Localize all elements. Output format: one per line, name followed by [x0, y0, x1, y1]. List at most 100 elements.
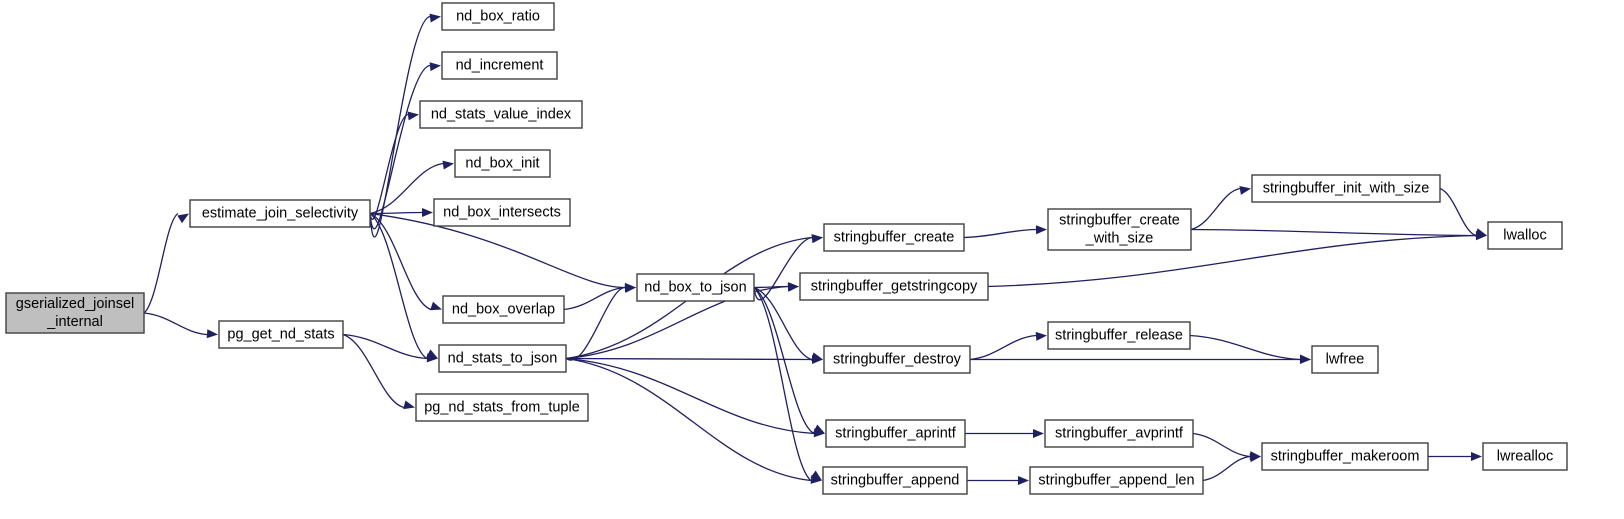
graph-node-stringbuffer-append-len[interactable]: stringbuffer_append_len — [1029, 466, 1204, 495]
call-edge-arrowhead — [206, 329, 218, 339]
call-edge — [369, 15, 431, 238]
call-edge — [1439, 187, 1477, 237]
call-edge-arrowhead — [625, 283, 636, 292]
node-box[interactable] — [438, 344, 567, 373]
call-edge — [565, 357, 815, 435]
node-box[interactable] — [823, 345, 971, 374]
node-box[interactable] — [1044, 419, 1194, 448]
node-box[interactable] — [1047, 208, 1192, 251]
graph-node-nd-increment[interactable]: nd_increment — [441, 51, 558, 80]
call-edge — [563, 286, 626, 311]
graph-node-stringbuffer-destroy[interactable]: stringbuffer_destroy — [823, 345, 971, 374]
call-edge — [1189, 334, 1301, 361]
graph-node-gserialized-joinsel-internal[interactable]: gserialized_joinsel_internal — [5, 292, 145, 334]
call-edge-arrowhead — [426, 353, 438, 363]
node-box[interactable] — [822, 466, 968, 495]
call-edge — [143, 212, 179, 314]
graph-node-pg-get-nd-stats[interactable]: pg_get_nd_stats — [218, 320, 344, 349]
call-edge — [969, 334, 1037, 361]
call-edge — [143, 312, 208, 336]
node-box[interactable] — [415, 393, 589, 422]
graph-node-nd-box-init[interactable]: nd_box_init — [454, 149, 551, 178]
graph-node-nd-box-overlap[interactable]: nd_box_overlap — [442, 295, 565, 324]
node-box[interactable] — [823, 223, 965, 252]
graph-node-stringbuffer-create-with-size[interactable]: stringbuffer_create_with_size — [1047, 208, 1192, 251]
call-edge — [369, 212, 428, 360]
call-edge — [565, 357, 813, 361]
call-edge — [342, 333, 428, 360]
node-box[interactable] — [1261, 442, 1429, 471]
call-edge-arrowhead — [1035, 225, 1047, 235]
node-box[interactable] — [1029, 466, 1204, 495]
node-box[interactable] — [442, 295, 565, 324]
nodes-layer: gserialized_joinsel_internal estimate_joi… — [5, 2, 1568, 495]
call-edge — [753, 287, 812, 482]
call-edge-arrowhead — [811, 352, 823, 362]
node-box[interactable] — [419, 100, 583, 129]
call-edge — [753, 236, 813, 301]
graph-node-lwfree[interactable]: lwfree — [1311, 345, 1379, 374]
graph-node-nd-box-ratio[interactable]: nd_box_ratio — [441, 2, 555, 31]
graph-node-stringbuffer-makeroom[interactable]: stringbuffer_makeroom — [1261, 442, 1429, 471]
graph-node-stringbuffer-init-with-size[interactable]: stringbuffer_init_with_size — [1251, 174, 1441, 203]
call-edge — [753, 285, 789, 289]
call-edge — [369, 64, 431, 230]
call-edge — [369, 162, 444, 215]
graph-node-stringbuffer-avprintf[interactable]: stringbuffer_avprintf — [1044, 419, 1194, 448]
graph-node-stringbuffer-release[interactable]: stringbuffer_release — [1047, 321, 1191, 350]
graph-node-lwalloc[interactable]: lwalloc — [1487, 221, 1563, 250]
graph-node-nd-box-intersects[interactable]: nd_box_intersects — [433, 198, 571, 227]
call-edge — [369, 212, 432, 311]
graph-node-nd-box-to-json[interactable]: nd_box_to_json — [636, 273, 755, 302]
graph-node-stringbuffer-create[interactable]: stringbuffer_create — [823, 223, 965, 252]
call-edge — [342, 333, 405, 409]
call-edge-arrowhead — [1035, 331, 1047, 341]
call-edge — [1190, 228, 1477, 237]
node-box[interactable] — [218, 320, 344, 349]
call-edge-arrowhead — [1475, 231, 1487, 241]
call-edge — [1192, 432, 1251, 458]
node-box[interactable] — [825, 419, 966, 448]
call-edge-arrowhead — [1299, 354, 1311, 364]
call-edge-arrowhead — [787, 282, 799, 292]
graph-node-estimate-join-selectivity[interactable]: estimate_join_selectivity — [189, 199, 371, 228]
graph-node-stringbuffer-aprintf[interactable]: stringbuffer_aprintf — [825, 419, 966, 448]
call-edge-arrowhead — [429, 13, 441, 23]
call-edge-arrowhead — [177, 213, 189, 224]
call-edge — [753, 286, 813, 361]
call-edge — [963, 228, 1037, 239]
node-box[interactable] — [433, 198, 571, 227]
node-box[interactable] — [441, 2, 555, 31]
call-edge-arrowhead — [1033, 429, 1044, 438]
call-edge-arrowhead — [810, 470, 822, 481]
node-box[interactable] — [454, 149, 551, 178]
node-box[interactable] — [189, 199, 371, 228]
graph-node-stringbuffer-getstringcopy[interactable]: stringbuffer_getstringcopy — [799, 272, 989, 301]
call-edge-arrowhead — [813, 424, 825, 434]
node-box[interactable] — [1482, 442, 1568, 471]
node-box[interactable] — [5, 292, 145, 334]
call-edge-arrowhead — [1471, 452, 1482, 461]
call-edge — [369, 113, 409, 220]
graph-node-lwrealloc[interactable]: lwrealloc — [1482, 442, 1568, 471]
call-edge-arrowhead — [403, 400, 415, 410]
node-box[interactable] — [1311, 345, 1379, 374]
graph-node-nd-stats-value-index[interactable]: nd_stats_value_index — [419, 100, 583, 129]
node-box[interactable] — [636, 273, 755, 302]
node-box[interactable] — [1487, 221, 1563, 250]
call-edge-arrowhead — [1239, 185, 1251, 195]
graph-node-nd-stats-to-json[interactable]: nd_stats_to_json — [438, 344, 567, 373]
call-edge-arrowhead — [811, 234, 823, 244]
graph-node-pg-nd-stats-from-tuple[interactable]: pg_nd_stats_from_tuple — [415, 393, 589, 422]
graph-node-stringbuffer-append[interactable]: stringbuffer_append — [822, 466, 968, 495]
call-edge — [369, 212, 626, 289]
node-box[interactable] — [1251, 174, 1441, 203]
call-edge-arrowhead — [1018, 476, 1029, 485]
call-edge — [1202, 455, 1251, 482]
node-box[interactable] — [441, 51, 558, 80]
node-box[interactable] — [1047, 321, 1191, 350]
node-box[interactable] — [799, 272, 989, 301]
call-edge — [753, 286, 815, 435]
